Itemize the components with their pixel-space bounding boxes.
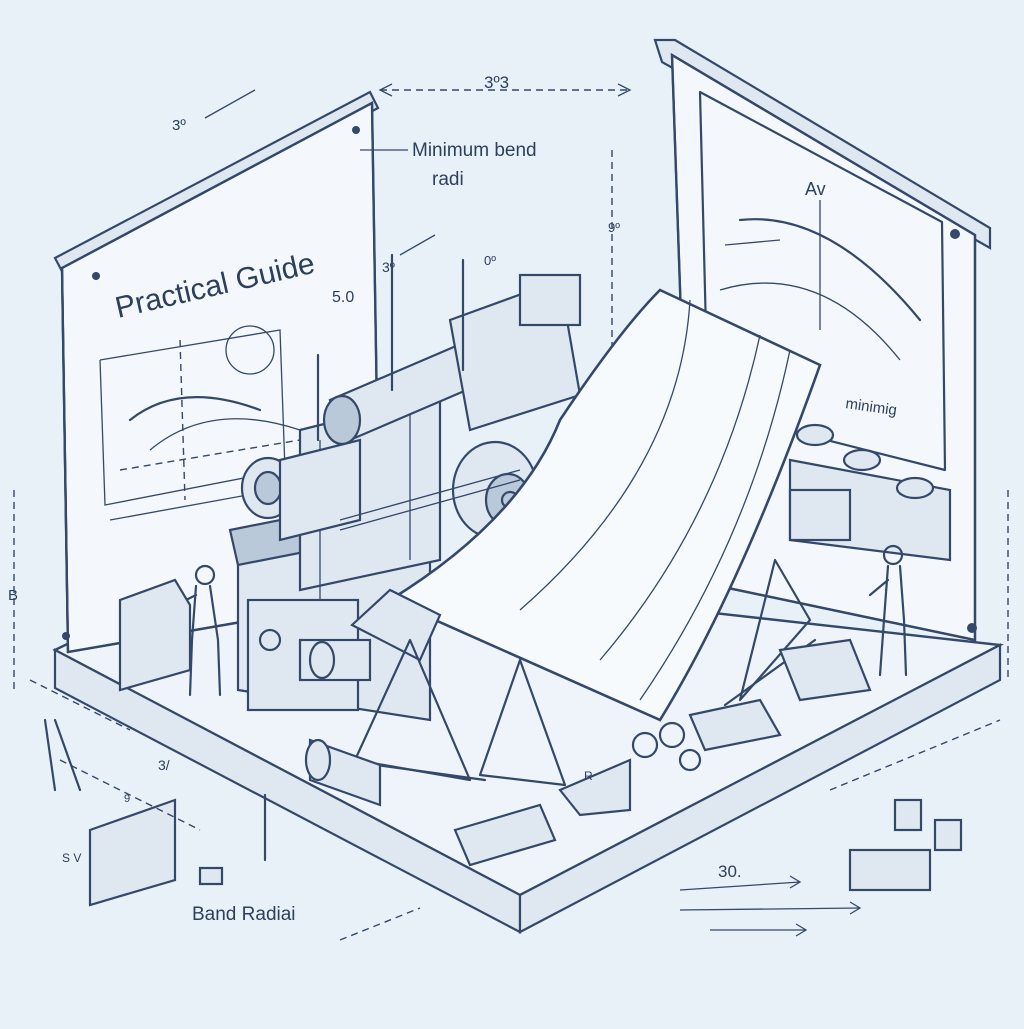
right-board-top-text: Av — [805, 179, 826, 199]
bending-machine — [228, 253, 582, 722]
dim-b-text: B — [8, 587, 18, 604]
dim-top-text: 3º3 — [484, 73, 509, 92]
dim-31-text: 3/ — [158, 757, 170, 773]
bent-metal-sheet — [350, 288, 822, 722]
dim-r-text: R — [584, 769, 593, 783]
dim-top-left-text: 3º — [172, 117, 186, 134]
callout-text: Minimum bend — [412, 140, 537, 161]
callout: Minimum bend radi — [360, 140, 537, 190]
dim-9-small-text: 9 — [124, 793, 130, 805]
dim-sv-text: S V — [62, 851, 81, 865]
footer-label-text: Band Radiai — [192, 904, 296, 925]
dim-9-text: 9º — [608, 220, 620, 235]
worker-left — [118, 564, 222, 697]
floor-objects: R — [43, 638, 963, 907]
workbench — [788, 423, 952, 562]
bottom-dimensions: 3/ S V 9 Band Radiai 30. — [29, 679, 1001, 941]
worker-right — [868, 544, 908, 677]
dim-5-0-text: 5.0 — [332, 289, 354, 306]
dim-30-text: 30. — [718, 862, 742, 881]
callout-line2-text: radi — [432, 169, 464, 190]
dim-0p-text: 0º — [484, 253, 496, 268]
